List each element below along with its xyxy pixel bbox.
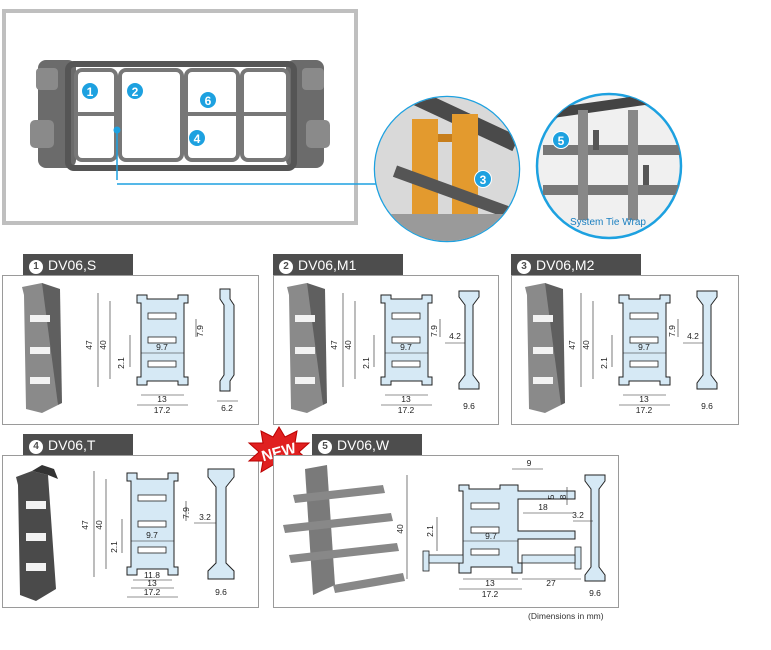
detail-circle-separator — [373, 95, 521, 243]
panel-3-number: 3 — [517, 260, 531, 274]
panel-4-dim-w-outer: 17.2 — [144, 587, 161, 597]
detail-callout-3: 3 — [474, 170, 492, 188]
panel-3-title: DV06,M2 — [536, 257, 595, 273]
tie-wrap-caption: System Tie Wrap — [570, 217, 646, 228]
panel-5-number: 5 — [318, 440, 332, 454]
panel-2-dim-slot: 7.9 — [429, 325, 439, 337]
panel-3-dim-small-v: 2.1 — [599, 357, 609, 369]
panel-1-dim-w-inner: 13 — [157, 394, 167, 404]
panel-4-dim-h-outer: 47 — [80, 520, 90, 530]
panel-1-title: DV06,S — [48, 257, 97, 273]
overview-chain-link-illustration — [30, 60, 330, 180]
panel-4-drawing: 47 40 2.1 7.9 3.2 9.7 11.8 13 17.2 9.6 — [16, 465, 235, 601]
panel-3-dim-w-inner: 13 — [639, 394, 649, 404]
panel-5-dim-gap: 9.7 — [485, 531, 497, 541]
panel-4-dim-h-inner: 40 — [94, 520, 104, 530]
panel-4-dim-gap: 9.7 — [146, 530, 158, 540]
panel-3-dim-h-outer: 47 — [567, 340, 577, 350]
panel-2-dim-w-inner: 13 — [401, 394, 411, 404]
panel-1-dim-h-inner: 40 — [98, 340, 108, 350]
panel-3-dim-side-off: 4.2 — [687, 331, 699, 341]
panel-4-dim-side-w: 9.6 — [215, 587, 227, 597]
panel-5-dim-side-off: 3.2 — [572, 510, 584, 520]
panel-5-dim-side-w: 9.6 — [589, 588, 601, 598]
callout-2: 2 — [126, 82, 144, 100]
panel-4-dim-small-v: 2.1 — [109, 541, 119, 553]
panel-5-dim-small-v: 2.1 — [425, 525, 435, 537]
panel-3-drawing: 47 40 2.1 7.9 4.2 9.7 13 17.2 9.6 — [525, 283, 718, 415]
panel-4-title: DV06,T — [48, 437, 96, 453]
panel-4-number: 4 — [29, 440, 43, 454]
panel-2-drawing: 47 40 2.1 7.9 4.2 9.7 13 17.2 9.6 — [287, 283, 480, 415]
panel-5-dim-w-outer: 17.2 — [482, 589, 499, 599]
callout-6: 6 — [199, 91, 217, 109]
panel-4-dim-side-off: 3.2 — [199, 512, 211, 522]
panel-2-dim-h-inner: 40 — [343, 340, 353, 350]
panel-4-dim-w-inner: 13 — [147, 578, 157, 588]
panel-1-dim-gap: 9.7 — [156, 342, 168, 352]
detail-callout-5: 5 — [552, 131, 570, 149]
panel-2-dim-h-outer: 47 — [329, 340, 339, 350]
panel-2-title: DV06,M1 — [298, 257, 357, 273]
panel-1-tab: 1 DV06,S — [23, 254, 133, 276]
panel-1-dim-h-outer: 47 — [84, 340, 94, 350]
panel-5-dim-5: 5 — [546, 494, 556, 499]
panel-5-dim-18: 18 — [538, 502, 548, 512]
panel-5-title: DV06,W — [337, 437, 390, 453]
panel-1-dim-w-outer: 17.2 — [154, 405, 171, 415]
panel-1-dim-small-v: 2.1 — [116, 357, 126, 369]
panel-3-dim-slot: 7.9 — [667, 325, 677, 337]
panel-2-dim-side-off: 4.2 — [449, 331, 461, 341]
detail-circle-tie-wrap — [535, 92, 683, 240]
panel-3-dim-side-w: 9.6 — [701, 401, 713, 411]
panel-5-dim-top: 9 — [527, 458, 532, 468]
callout-4: 4 — [188, 129, 206, 147]
panel-2-tab: 2 DV06,M1 — [273, 254, 403, 276]
panel-1-dim-side-w: 6.2 — [221, 403, 233, 413]
panel-5-dim-ext: 27 — [546, 578, 556, 588]
overview-leader-line — [117, 183, 380, 185]
panel-2-dim-side-w: 9.6 — [463, 401, 475, 411]
panel-3-dim-w-outer: 17.2 — [636, 405, 653, 415]
panel-1-dim-slot: 7.9 — [195, 325, 205, 337]
panel-2-dim-small-v: 2.1 — [361, 357, 371, 369]
panel-2-dim-w-outer: 17.2 — [398, 405, 415, 415]
panel-2-dim-gap: 9.7 — [400, 342, 412, 352]
panel-3-dim-gap: 9.7 — [638, 342, 650, 352]
panel-5-tab: 5 DV06,W — [312, 434, 422, 456]
panel-4-dim-w-small: 11.8 — [144, 570, 160, 580]
panel-5-dim-w-inner: 13 — [485, 578, 495, 588]
callout-1: 1 — [81, 82, 99, 100]
panel-5-drawing: 9 5 8 18 40 2.1 9.7 13 17.2 27 3.2 9.6 — [283, 458, 606, 599]
panel-4-tab: 4 DV06,T — [23, 434, 133, 456]
panel-1-number: 1 — [29, 260, 43, 274]
panel-1-drawing: 47 40 2.1 7.9 9.7 13 17.2 6.2 — [22, 283, 238, 415]
panel-2-number: 2 — [279, 260, 293, 274]
panel-3-dim-h-inner: 40 — [581, 340, 591, 350]
dimensions-footnote: (Dimensions in mm) — [528, 611, 604, 621]
panel-5-dim-h-inner: 40 — [395, 524, 405, 534]
panel-3-tab: 3 DV06,M2 — [511, 254, 641, 276]
panel-5-dim-8: 8 — [558, 494, 568, 499]
panel-4-dim-slot: 7.9 — [181, 507, 191, 519]
